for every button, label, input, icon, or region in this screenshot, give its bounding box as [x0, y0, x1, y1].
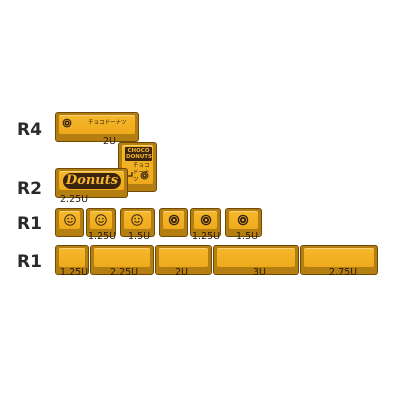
donut-icon: [140, 171, 149, 180]
keycap-blank: [213, 245, 299, 275]
size-label: 3U: [253, 267, 266, 278]
row-label-r4: R4: [17, 120, 42, 140]
keycap-donut: [190, 208, 221, 237]
keycap-blank: [300, 245, 378, 275]
choco-donuts-logo: CHOCO DONUTS: [125, 147, 153, 161]
size-label: 1.25U: [60, 267, 89, 278]
row-label-r1: R1: [17, 252, 42, 272]
keycap-smiley: [86, 208, 116, 237]
smiley-icon: [95, 214, 107, 226]
keycap-donut-jp: チョコドーナツ: [55, 112, 139, 142]
size-label: 1.5U: [236, 231, 259, 242]
size-label: 1.5U: [128, 231, 151, 242]
donut-icon: [200, 214, 212, 226]
size-label: 2U: [175, 267, 188, 278]
donuts-logo: Donuts: [63, 173, 121, 189]
size-label: 2.25U: [60, 194, 89, 205]
size-label: 1.25U: [192, 231, 221, 242]
keycap-smiley: [120, 208, 155, 237]
smiley-icon: [64, 214, 76, 226]
keycap-blank: [155, 245, 212, 275]
keycap-smiley: [55, 208, 84, 237]
keycap-donut: [159, 208, 188, 237]
row-label-r1: R1: [17, 214, 42, 234]
keycap-blank: [55, 245, 89, 275]
size-label: 2.75U: [329, 267, 358, 278]
row-label-r2: R2: [17, 179, 42, 199]
keycap-donuts-logo: Donuts: [55, 168, 128, 198]
donut-icon: [62, 118, 72, 128]
donut-icon: [237, 214, 249, 226]
keycap-donut: [225, 208, 262, 237]
keycap-blank: [90, 245, 154, 275]
size-label: 1.25U: [88, 231, 117, 242]
donut-icon: [168, 214, 180, 226]
smiley-icon: [131, 214, 143, 226]
keycap-legend-jp: チョコ ドーナツ: [133, 163, 150, 183]
keycap-legend-jp: チョコドーナツ: [88, 120, 127, 126]
size-label: 2U: [103, 136, 116, 147]
size-label: 2.25U: [110, 267, 139, 278]
